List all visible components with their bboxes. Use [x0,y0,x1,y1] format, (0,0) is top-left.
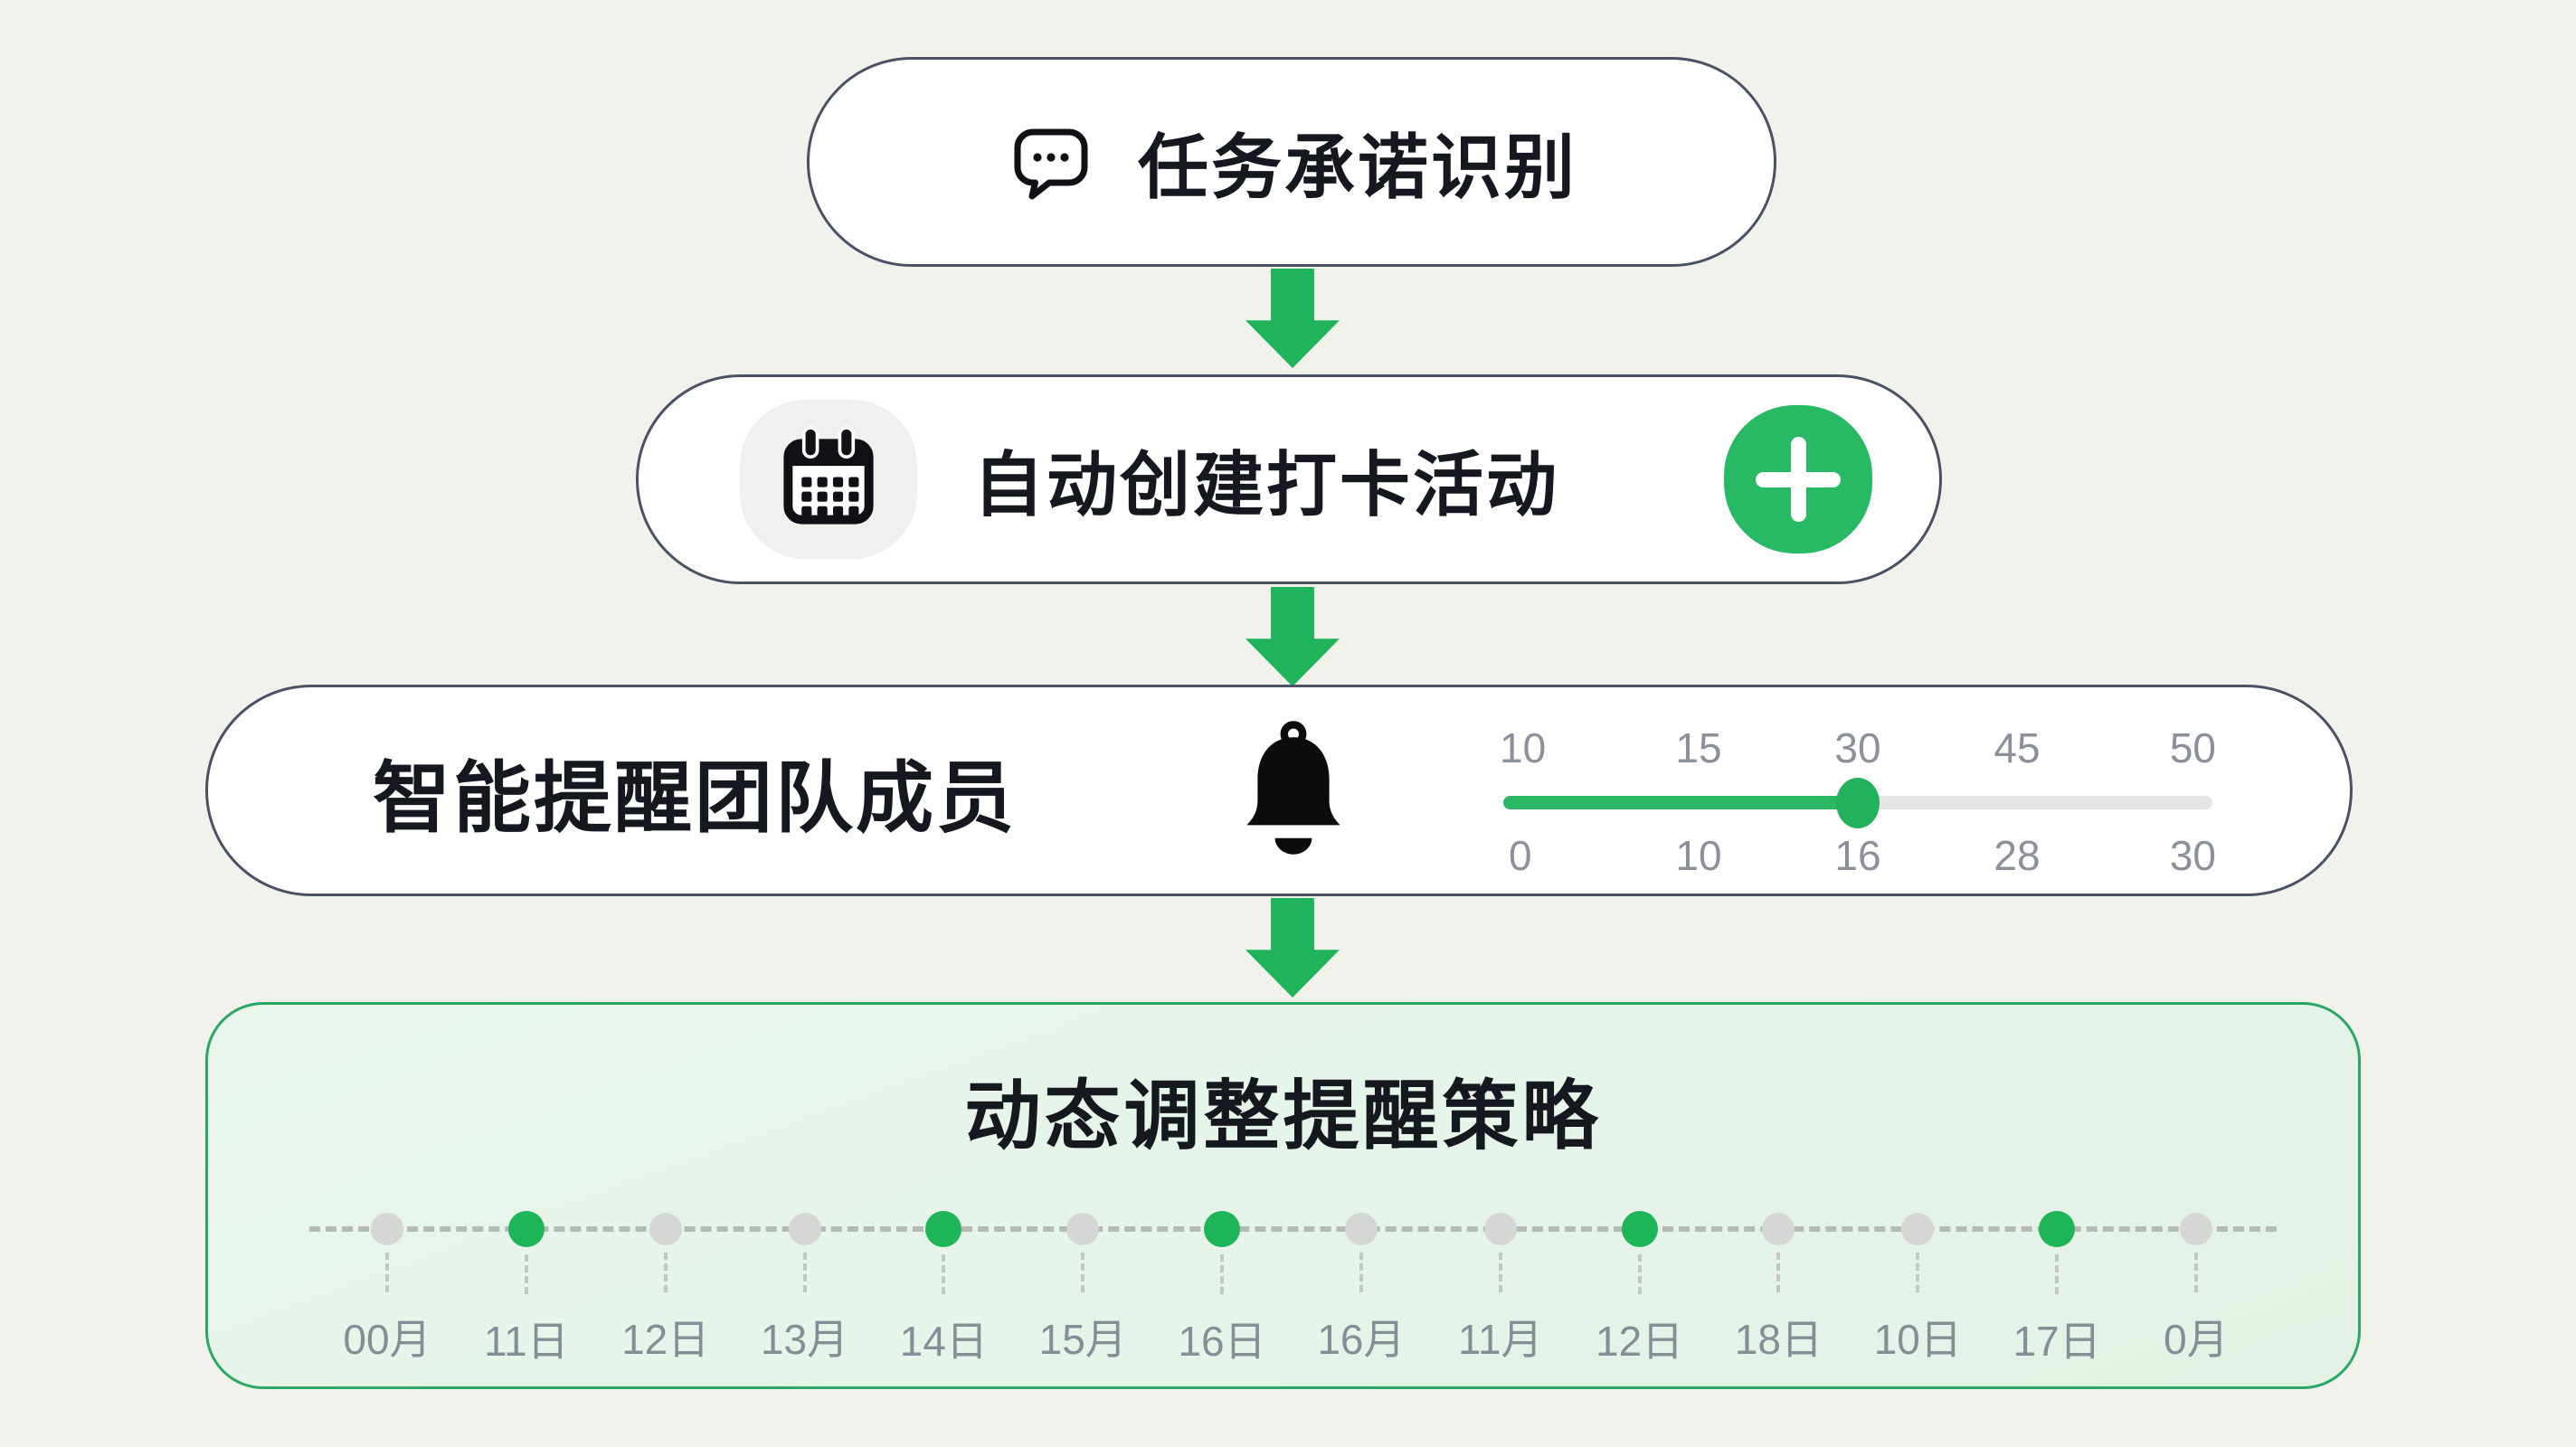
slider-bottom-label: 30 [2169,832,2216,879]
timeline-dot [788,1213,821,1245]
step-task-commitment-recognition: 任务承诺识别 [807,57,1776,267]
timeline-tick [1359,1253,1363,1292]
reminder-interval-slider[interactable]: 10 15 30 45 50 0 10 16 28 30 [1500,724,2216,880]
timeline-date-label: 13月 [760,1316,849,1363]
step-auto-create-checkin: 自动创建打卡活动 [636,374,1942,584]
timeline-tick [663,1253,668,1292]
timeline-date-label: 10日 [1873,1316,1962,1363]
timeline-tick [1637,1254,1642,1294]
timeline-date-label: 17日 [2012,1318,2101,1365]
timeline-tick [2193,1253,2198,1292]
add-checkin-button[interactable] [1724,405,1872,553]
timeline-date-label: 15月 [1038,1316,1127,1363]
timeline-item: 12日 [598,1213,734,1368]
timeline-date-label: 16月 [1317,1316,1406,1363]
slider-top-label: 50 [2169,724,2216,771]
timeline-item: 13月 [737,1213,873,1368]
timeline-dot [1344,1213,1378,1245]
timeline-tick [942,1254,946,1294]
timeline-dot [1762,1213,1795,1245]
timeline-tick [1916,1253,1920,1292]
arrow-down-icon [1245,587,1340,686]
reminder-timeline: 00月 11日 12日 13月 14日 15月 16日 16月 11月 12日 18日 10日 17日 0… [208,1211,2358,1385]
slider-bottom-labels: 0 10 16 28 30 [1500,831,2216,880]
timeline-tick [524,1254,528,1294]
timeline-dot-active [1621,1211,1658,1247]
timeline-date-label: 18日 [1734,1316,1823,1363]
slider-fill [1503,796,1858,809]
step3-label: 智能提醒团队成员 [373,754,1017,842]
timeline-date-label: 12日 [1596,1318,1684,1365]
timeline-item: 16月 [1293,1213,1429,1368]
slider-top-labels: 10 15 30 45 50 [1500,724,2216,772]
timeline-tick [802,1253,807,1292]
timeline-item: 17日 [1989,1211,2125,1368]
timeline-tick [1498,1253,1502,1292]
arrow-down-icon [1245,269,1340,368]
timeline-dot [1901,1213,1935,1245]
slider-bottom-label: 10 [1675,832,1722,879]
timeline-item: 18日 [1710,1213,1846,1368]
slider-top-label: 45 [1994,724,2041,771]
dynamic-strategy-panel: 动态调整提醒策略 00月 11日 12日 13月 14日 15月 16日 16月 11月 12日 1… [205,1002,2361,1389]
timeline-item: 16日 [1154,1211,1290,1368]
timeline-dot-active [1204,1211,1241,1247]
calendar-icon [783,426,874,525]
bell-icon [1239,720,1348,872]
timeline-date-label: 11日 [483,1318,569,1365]
slider-top-label: 15 [1675,724,1722,771]
timeline-dot [649,1213,682,1245]
timeline-tick [385,1253,389,1292]
step4-title: 动态调整提醒策略 [964,1073,1602,1159]
timeline-item: 11月 [1433,1213,1568,1368]
timeline-items: 00月 11日 12日 13月 14日 15月 16日 16月 11月 12日 18日 10日 17日 0… [319,1211,2264,1368]
timeline-date-label: 12日 [621,1316,710,1363]
slider-bottom-label: 28 [1994,832,2041,879]
timeline-dot [2179,1213,2212,1245]
timeline-item: 00月 [319,1213,455,1368]
calendar-icon-tile [740,400,917,559]
timeline-dot-active [507,1211,545,1247]
arrow-down-icon [1245,898,1340,998]
timeline-dot [1483,1213,1517,1245]
timeline-dot-active [2039,1211,2076,1247]
timeline-item: 12日 [1572,1211,1708,1368]
timeline-dot-active [925,1211,962,1247]
timeline-item: 10日 [1850,1213,1985,1368]
timeline-tick [1776,1253,1781,1292]
timeline-item: 14日 [876,1211,1011,1368]
timeline-item: 0月 [2128,1213,2264,1368]
slider-top-label: 30 [1834,724,1881,771]
step1-label: 任务承诺识别 [1137,128,1577,207]
timeline-tick [2055,1254,2060,1294]
slider-bottom-label: 0 [1509,832,1532,879]
timeline-date-label: 00月 [343,1316,431,1363]
slider-track[interactable] [1503,777,2212,828]
timeline-item: 11日 [459,1211,594,1368]
timeline-tick [1081,1253,1085,1292]
timeline-date-label: 14日 [899,1318,988,1365]
chat-bubble-icon [1006,117,1096,207]
slider-handle[interactable] [1836,777,1880,828]
slider-bottom-label: 16 [1834,832,1881,879]
timeline-dashed-line [309,1226,2277,1232]
timeline-item: 15月 [1015,1213,1151,1368]
timeline-date-label: 11月 [1457,1316,1543,1363]
timeline-date-label: 16日 [1178,1318,1266,1365]
step-smart-remind-members: 智能提醒团队成员 10 15 30 45 50 0 10 16 28 30 [205,685,2353,896]
timeline-tick [1220,1254,1225,1294]
slider-top-label: 10 [1500,724,1547,771]
step2-label: 自动创建打卡活动 [973,445,1560,525]
timeline-date-label: 0月 [2164,1316,2229,1363]
timeline-dot [1066,1213,1100,1245]
timeline-dot [371,1213,403,1245]
